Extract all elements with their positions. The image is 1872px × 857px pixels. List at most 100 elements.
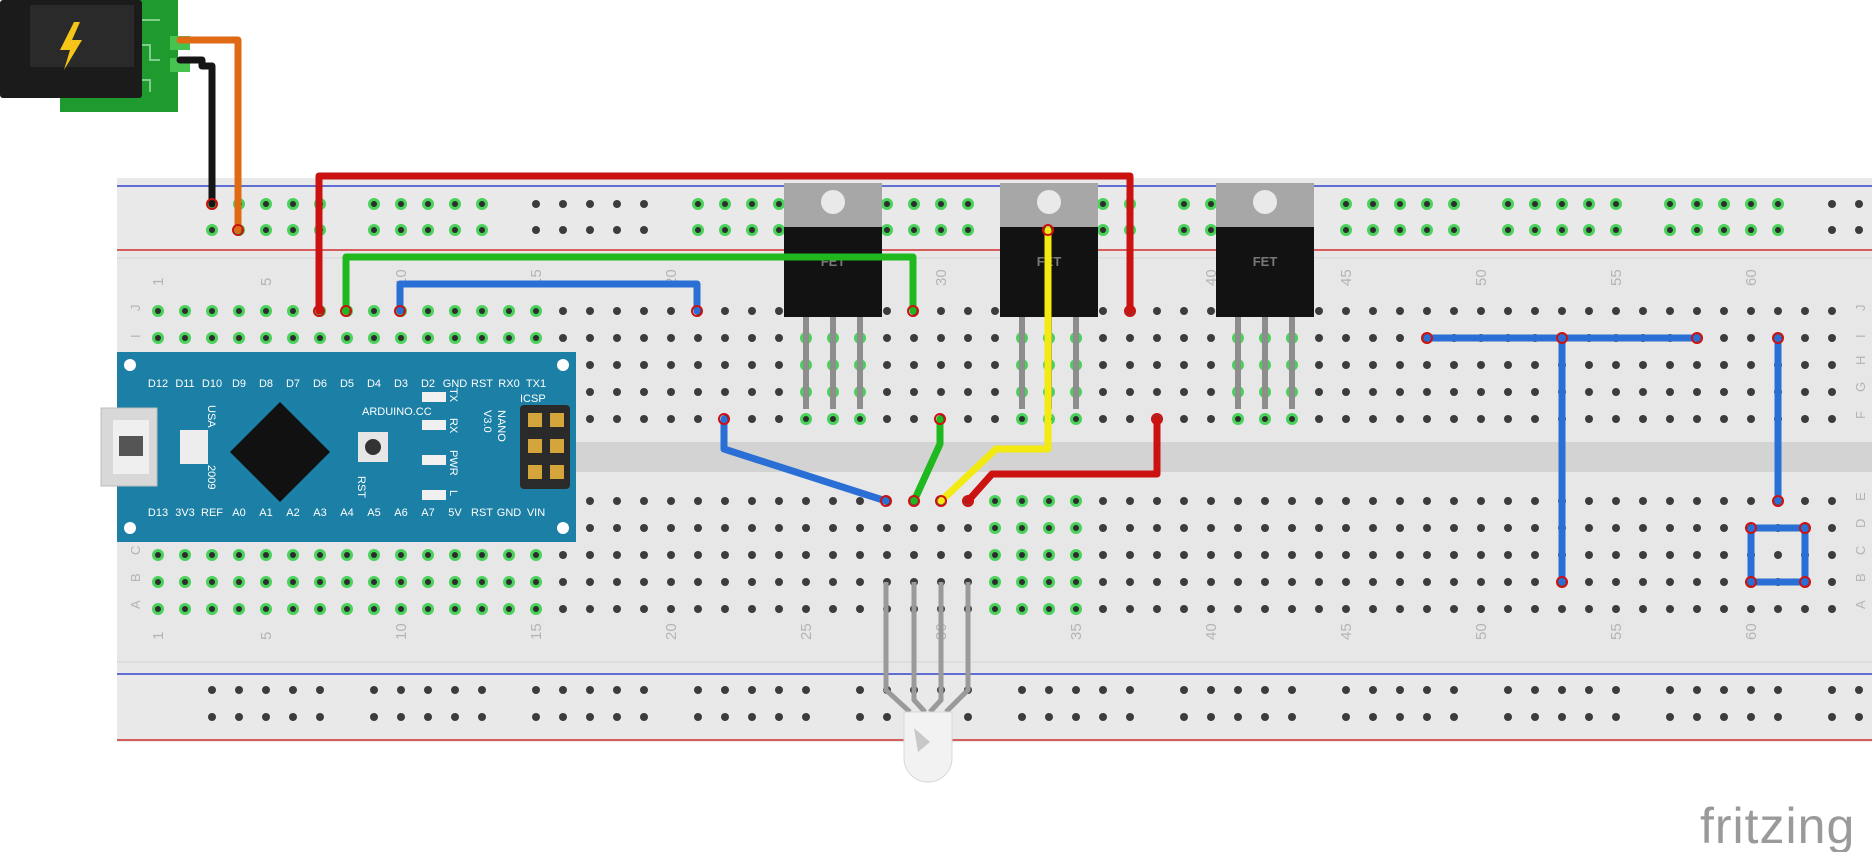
icsp-label: ICSP — [520, 393, 546, 405]
arduino-pin-label: D3 — [394, 378, 408, 390]
led-pwr — [422, 455, 446, 465]
arduino-pin-label: RST — [471, 507, 493, 519]
bottom-power-rail — [117, 672, 1872, 742]
wire-end — [691, 305, 703, 317]
wire-end — [1772, 332, 1784, 344]
column-number: 50 — [1473, 269, 1490, 286]
led-legs — [883, 582, 971, 714]
led-label-l: L — [447, 490, 459, 496]
year-label: 2009 — [205, 465, 217, 489]
arduino-pin-label: D12 — [148, 378, 168, 390]
led-rx — [422, 420, 446, 430]
arduino-pin-label: D9 — [232, 378, 246, 390]
rgb-led — [883, 582, 971, 783]
arduino-pin-label: RX0 — [498, 378, 519, 390]
row-letter: I — [128, 334, 143, 338]
arduino-pin-label: A3 — [313, 507, 326, 519]
column-number: 40 — [1203, 623, 1220, 640]
row-letter: C — [128, 546, 143, 555]
led-l — [422, 490, 446, 500]
mount-hole — [124, 359, 136, 371]
arduino-pin-label: RST — [471, 378, 493, 390]
arduino-pin-label: D7 — [286, 378, 300, 390]
wire-end — [232, 224, 244, 236]
arduino-pin-label: TX1 — [526, 378, 546, 390]
column-number: 20 — [663, 623, 680, 640]
wire-black-gnd[interactable] — [176, 56, 216, 208]
arduino-pin-label: D6 — [313, 378, 327, 390]
power-jack-module — [0, 0, 190, 112]
column-number: 45 — [1338, 269, 1355, 286]
row-letter: E — [1853, 492, 1868, 501]
arduino-pin-label: D2 — [421, 378, 435, 390]
wire-end — [1556, 576, 1568, 588]
arduino-pin-label: A6 — [394, 507, 407, 519]
wire-end — [1745, 576, 1757, 588]
led-body — [903, 711, 953, 783]
wire-end — [718, 413, 730, 425]
arduino-pin-label: GND — [443, 378, 468, 390]
wire-blue-loop[interactable] — [1747, 524, 1809, 586]
column-number: 25 — [798, 623, 815, 640]
arduino-brand: ARDUINO.CC — [362, 406, 432, 418]
arduino-pin-label: D8 — [259, 378, 273, 390]
column-number: 30 — [933, 269, 950, 286]
column-number: 15 — [528, 623, 545, 640]
fritzing-logo: fritzing — [1700, 798, 1855, 852]
wire-end — [1799, 522, 1811, 534]
wire-end — [934, 413, 946, 425]
wire-endpoints — [206, 198, 1811, 588]
wire-red-led[interactable] — [964, 415, 1161, 505]
microcontroller-chip — [230, 402, 330, 502]
column-number: 60 — [1743, 623, 1760, 640]
wire-orange-vin[interactable] — [176, 36, 242, 234]
wire-end — [962, 495, 974, 507]
row-letter: B — [128, 573, 143, 582]
wire-green-gate[interactable] — [342, 253, 917, 315]
arduino-pin-label: A5 — [367, 507, 380, 519]
wire-end — [908, 495, 920, 507]
wire-red-power[interactable] — [315, 172, 1134, 315]
wire-blue-led[interactable] — [720, 415, 890, 505]
wire-blue-gate[interactable] — [396, 280, 701, 315]
column-number: 35 — [1068, 623, 1085, 640]
wires — [176, 36, 1809, 586]
row-letter: D — [1853, 519, 1868, 528]
wire-end — [206, 198, 218, 210]
wire-green-led[interactable] — [910, 415, 944, 505]
wire-end — [394, 305, 406, 317]
arduino-pin-label: A2 — [286, 507, 299, 519]
led-label-rx: RX — [447, 418, 459, 434]
column-number: 1 — [150, 278, 167, 286]
mosfet-3: FET — [1216, 183, 1314, 409]
arduino-pin-label: D4 — [367, 378, 381, 390]
model-line-1: NANO — [495, 410, 507, 442]
column-number: 5 — [258, 632, 275, 640]
row-letter: B — [1853, 573, 1868, 582]
column-number: 50 — [1473, 623, 1490, 640]
country-label: USA — [205, 405, 217, 428]
led-label-pwr: PWR — [447, 450, 459, 476]
column-number: 40 — [1203, 269, 1220, 286]
arduino-pin-label: 5V — [448, 507, 462, 519]
row-letter: J — [128, 305, 143, 312]
wire-end — [313, 305, 325, 317]
wire-end — [1042, 224, 1054, 236]
wire-end — [1556, 332, 1568, 344]
led-label-tx: TX — [447, 388, 459, 403]
wire-end — [1772, 495, 1784, 507]
row-letter: G — [1853, 382, 1868, 392]
arduino-pin-label: D5 — [340, 378, 354, 390]
row-letter: F — [1853, 411, 1868, 419]
column-number: 55 — [1608, 269, 1625, 286]
model-line-2: V3.0 — [481, 410, 493, 433]
arduino-pin-label: GND — [497, 507, 522, 519]
mosfet-label: FET — [1253, 254, 1278, 269]
wire-end — [1124, 305, 1136, 317]
wire-end — [1151, 413, 1163, 425]
wire-yellow-power[interactable] — [937, 226, 1052, 505]
wire-end — [1421, 332, 1433, 344]
